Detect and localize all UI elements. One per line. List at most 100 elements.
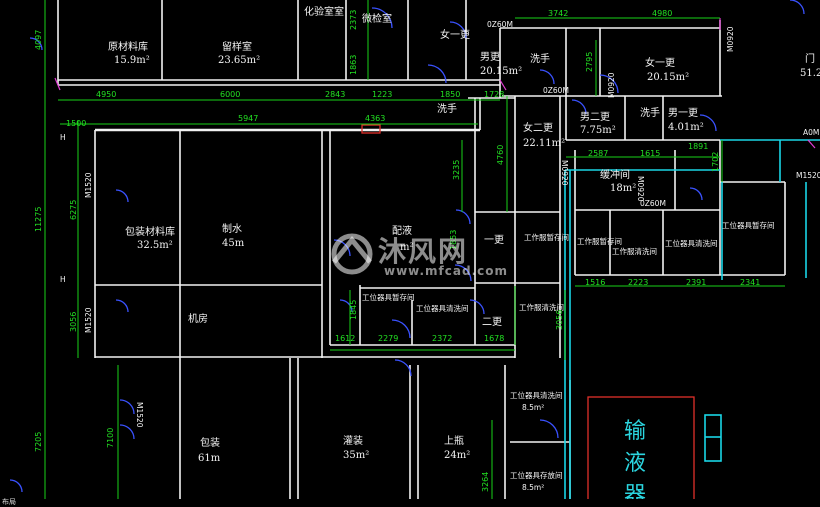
dim-vertical: 3264 xyxy=(481,472,490,492)
room-male-name: 男更 xyxy=(480,51,500,63)
door-tag: M0920 xyxy=(560,160,569,186)
door-tag: 0Z60M xyxy=(640,199,666,208)
dim-row1: 4950 xyxy=(96,90,116,99)
infusion-label: 输 液 器 xyxy=(624,419,646,507)
watermark-logo-icon xyxy=(331,233,373,275)
room-sample-area: 23.65m² xyxy=(218,55,260,66)
room-female2-area: 22.11m² xyxy=(523,138,565,149)
room-male2-area: 7.75m² xyxy=(580,125,616,136)
dim-left: 4097 xyxy=(34,30,43,50)
room-uniform-store-b-name: 工作服暂存间 xyxy=(577,236,622,246)
room-raw-material-area: 15.9m² xyxy=(114,55,150,66)
dim-row1: 6000 xyxy=(220,90,240,99)
room-raw-material-name: 原材料库 xyxy=(108,40,148,53)
room-gate-area: 51.2 xyxy=(800,68,820,79)
watermark-url: www.mfcad.com xyxy=(384,264,508,278)
dim-row2: 1500 xyxy=(66,119,86,128)
door-tags: 0Z60M 0Z60M M0920 M0920 0Z60M M0920 M152… xyxy=(84,20,820,428)
dim-row1: 1728 xyxy=(484,90,504,99)
room-mixing-area: m² xyxy=(400,242,414,253)
room-gate-name: 门 xyxy=(805,52,815,65)
dim-mid: 2587 xyxy=(588,149,608,158)
dim-vertical: 2795 xyxy=(585,52,594,72)
room-lab-name: 化验室室 xyxy=(304,5,344,18)
big-char: 液 xyxy=(624,451,646,476)
dim-top: 4980 xyxy=(652,9,672,18)
room-pack-material-area: 32.5m² xyxy=(137,240,173,251)
room-bottle-name: 上瓶 xyxy=(444,434,464,447)
room-uniform-wash-a-name: 工作服清洗间 xyxy=(612,246,657,256)
dim-row1: 1850 xyxy=(440,90,460,99)
room-tool-wash-b-name: 工位器具清洗间 xyxy=(416,303,469,313)
room-male2-name: 男二更 xyxy=(580,111,610,123)
room-female1-name: 女一更 xyxy=(645,56,675,69)
room-second-change-name: 二更 xyxy=(482,316,502,328)
dim-bottom: 1612 xyxy=(335,334,355,343)
room-male1-area: 4.01m² xyxy=(668,122,704,133)
dim-left: 3056 xyxy=(69,312,78,332)
room-male1-name: 男一更 xyxy=(668,107,698,119)
room-male-area: 20.15m² xyxy=(480,66,522,77)
layout-tab-label[interactable]: 布局 xyxy=(2,498,16,506)
room-filling-name: 灌装 xyxy=(343,434,363,447)
dim-vertical: 2373 xyxy=(349,10,358,30)
dim-row2: 5947 xyxy=(238,114,258,123)
room-mixing-name: 配液 xyxy=(392,224,412,237)
room-tool-wash-c-name: 工位器具清洗间 xyxy=(510,390,563,400)
room-labels: 原材料库 15.9m² 留样室 23.65m² 化验室室 微检室 女一更 男更 … xyxy=(108,5,820,492)
room-wash1-name: 洗手 xyxy=(530,52,550,65)
room-female2-name: 女二更 xyxy=(523,121,553,134)
dim-vertical: 1702 xyxy=(711,152,720,172)
big-char: 输 xyxy=(624,419,646,444)
walls xyxy=(57,0,786,500)
door-tag: M1520 xyxy=(796,171,820,180)
room-uniform-store-a-name: 工作服暂存间 xyxy=(524,232,569,242)
layout-tab-strip[interactable]: 布局 xyxy=(0,498,820,507)
dim-vertical: 4760 xyxy=(496,145,505,165)
room-first-change-name: 一更 xyxy=(484,234,504,246)
room-pack-material-name: 包装材料库 xyxy=(125,225,175,238)
room-sample-name: 留样室 xyxy=(222,40,252,53)
dimension-values: 3742 4980 4950 6000 2843 1223 1850 1728 … xyxy=(34,9,760,492)
dim-vertical: 3056 xyxy=(555,310,564,330)
dim-left: 11275 xyxy=(34,207,43,232)
dim-vertical: 1863 xyxy=(349,55,358,75)
room-buffer-name: 缓冲间 xyxy=(600,168,630,181)
door-tag: M1520 xyxy=(84,172,93,198)
door-tag: M0920 xyxy=(636,176,645,202)
dim-lower: 2341 xyxy=(740,278,760,287)
dim-left: 6275 xyxy=(69,200,78,220)
room-packing-area: 61m xyxy=(198,453,221,464)
dim-vertical: 3235 xyxy=(452,160,461,180)
room-bottle-area: 24m² xyxy=(444,450,470,461)
room-tool-wash-c-area: 8.5m² xyxy=(522,403,544,412)
room-tool-store-a-name: 工位器具暂存间 xyxy=(722,220,775,230)
room-uniform-wash-b-name: 工作服清洗间 xyxy=(519,302,564,312)
dim-vertical: 1853 xyxy=(449,230,458,250)
svg-text:H: H xyxy=(60,275,66,284)
door-tag: M0920 xyxy=(607,72,616,98)
dim-left: 7100 xyxy=(106,428,115,448)
door-tag: M1520 xyxy=(135,402,144,428)
door-tag: M1520 xyxy=(84,307,93,333)
dim-lower: 2391 xyxy=(686,278,706,287)
dim-left: 7205 xyxy=(34,432,43,452)
door-tag: M0920 xyxy=(726,26,735,52)
dim-lower: 1516 xyxy=(585,278,605,287)
room-female1-area: 20.15m² xyxy=(647,72,689,83)
dimension-lines xyxy=(44,0,785,500)
room-buffer-area: 18m² xyxy=(610,183,636,194)
dim-row2: 4363 xyxy=(365,114,385,123)
room-packing-name: 包装 xyxy=(200,436,220,449)
door-tag: 0Z60M xyxy=(543,86,569,95)
dim-row1: 1223 xyxy=(372,90,392,99)
partitions xyxy=(564,139,820,500)
room-water-name: 制水 xyxy=(222,222,242,235)
dim-mid: 1615 xyxy=(640,149,660,158)
room-female1-a-name: 女一更 xyxy=(440,28,470,41)
room-filling-area: 35m² xyxy=(343,450,369,461)
room-machine-name: 机房 xyxy=(188,312,208,325)
dim-mid: 1891 xyxy=(688,142,708,151)
